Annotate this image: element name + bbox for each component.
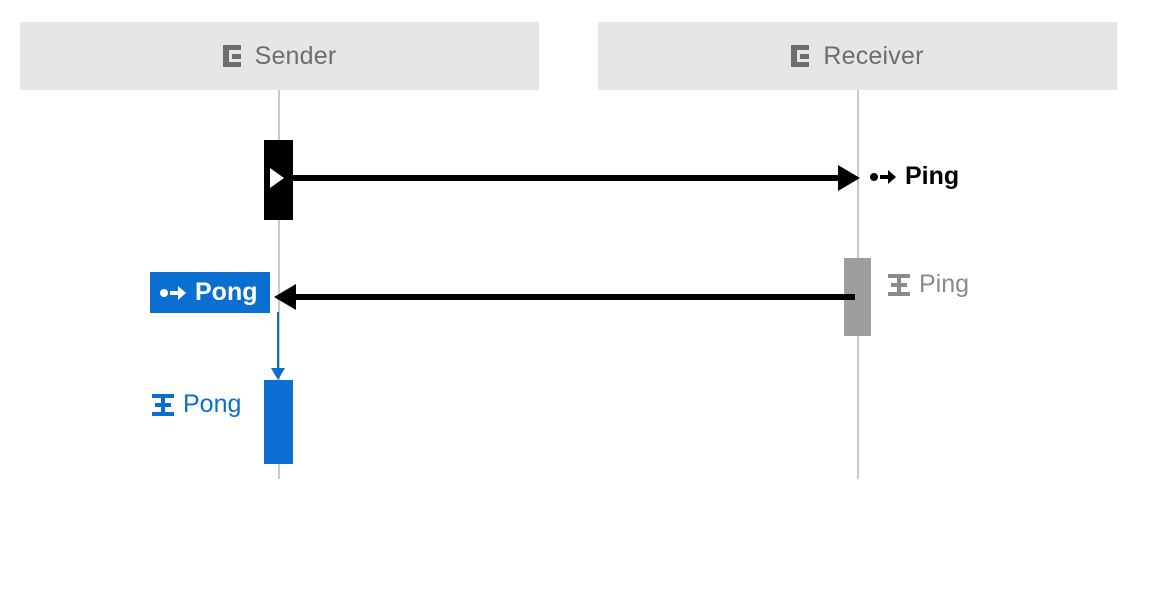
return-line-pong [277,312,279,370]
participant-receiver-label: Receiver [823,41,924,70]
play-marker-icon [270,168,284,188]
participant-receiver[interactable]: Receiver [598,22,1117,90]
event-pong-sent-label: Pong [195,278,258,306]
event-pong-received[interactable]: Pong [152,390,241,419]
actor-icon [791,45,813,67]
send-icon [870,169,896,185]
arrow-head-left-icon [274,284,296,310]
event-pong-received-label: Pong [183,390,242,418]
receive-icon [888,273,910,296]
event-pong-sent[interactable]: Pong [150,272,270,313]
arrow-head-right-icon [838,165,860,191]
event-ping-received[interactable]: Ping [888,270,969,299]
participant-sender-label: Sender [254,41,337,70]
message-arrow-pong[interactable] [296,294,855,300]
event-ping-received-label: Ping [919,270,970,298]
receive-icon [152,393,174,416]
event-ping-sent-label: Ping [905,162,960,190]
send-icon [160,285,186,301]
message-arrow-ping[interactable] [293,175,838,181]
event-ping-sent[interactable]: Ping [870,162,959,191]
activation-sender-receive-pong[interactable] [264,380,293,464]
actor-icon [222,45,245,67]
arrow-head-down-icon [271,368,285,380]
participant-sender[interactable]: Sender [20,22,539,90]
